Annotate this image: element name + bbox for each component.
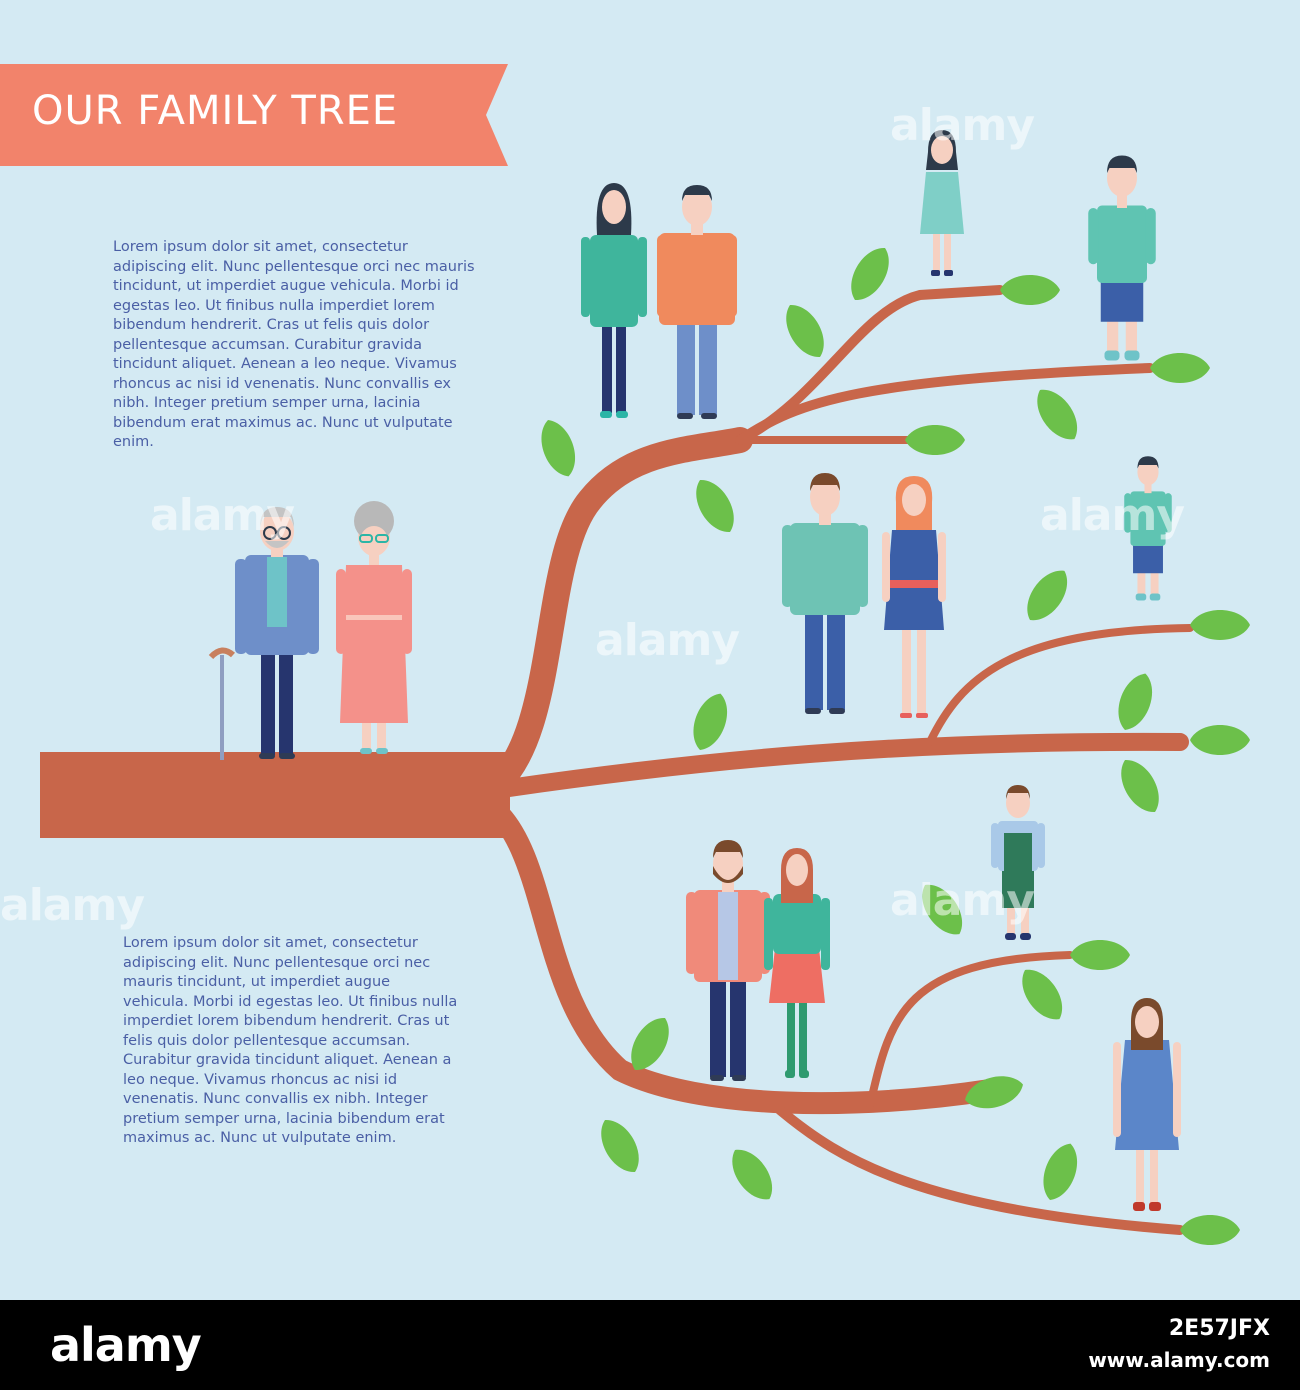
footer-logo: alamy	[50, 1318, 202, 1372]
title-banner	[0, 64, 508, 166]
leaf-icon	[777, 297, 833, 365]
page-title: OUR FAMILY TREE	[32, 88, 399, 134]
man-icon	[657, 185, 737, 419]
leaf-icon	[685, 688, 735, 756]
leaf-icon	[1027, 381, 1087, 448]
leaf-icon	[1150, 353, 1210, 383]
leaf-icon	[722, 1141, 782, 1208]
leaf-icon	[1190, 725, 1250, 755]
watermark: alamy	[1040, 490, 1185, 541]
leaf-icon	[592, 1112, 648, 1180]
tree-branches	[477, 285, 1194, 1235]
description-bottom: Lorem ipsum dolor sit amet, consectetur …	[123, 935, 458, 1146]
watermark: alamy	[595, 615, 740, 666]
woman-icon	[581, 183, 647, 418]
man-icon	[686, 840, 770, 1081]
watermark: alamy	[150, 490, 295, 541]
footer-bar: alamy 2E57JFX www.alamy.com	[0, 1300, 1300, 1390]
family-tree-infographic: OUR FAMILY TREE Lorem ipsum dolor sit am…	[0, 64, 1250, 1245]
grandmother-icon	[336, 501, 412, 754]
leaf-icon	[533, 414, 583, 482]
leaf-icon	[961, 1069, 1027, 1115]
leaf-icon	[1070, 940, 1130, 970]
image-id: 2E57JFX	[1168, 1316, 1270, 1341]
leaf-icon	[1012, 961, 1072, 1028]
leaf-icon	[687, 472, 743, 540]
leaf-icon	[1035, 1138, 1085, 1206]
leaf-icon	[1180, 1215, 1240, 1245]
tree-illustration	[0, 64, 1250, 1245]
leaf-icon	[1112, 752, 1168, 820]
man-icon	[782, 473, 868, 714]
watermark: alamy	[0, 880, 145, 931]
watermark: alamy	[890, 875, 1035, 926]
leaf-icon	[1190, 610, 1250, 640]
leaf-icon	[1017, 562, 1077, 629]
woman-icon	[882, 476, 946, 718]
leaf-icon	[1110, 668, 1160, 736]
description-top: Lorem ipsum dolor sit amet, consectetur …	[113, 239, 475, 450]
boy-icon	[1088, 155, 1156, 361]
tree-trunk	[40, 752, 510, 838]
girl-icon	[1113, 998, 1181, 1211]
boy-icon	[991, 785, 1045, 940]
watermark: alamy	[890, 100, 1035, 151]
leaf-icon	[1000, 275, 1060, 305]
leaf-icon	[842, 240, 898, 308]
leaf-icon	[905, 425, 965, 455]
grandfather-icon	[208, 507, 319, 760]
footer-url[interactable]: www.alamy.com	[1088, 1348, 1270, 1372]
girl-icon	[920, 130, 964, 276]
woman-icon	[764, 848, 830, 1078]
